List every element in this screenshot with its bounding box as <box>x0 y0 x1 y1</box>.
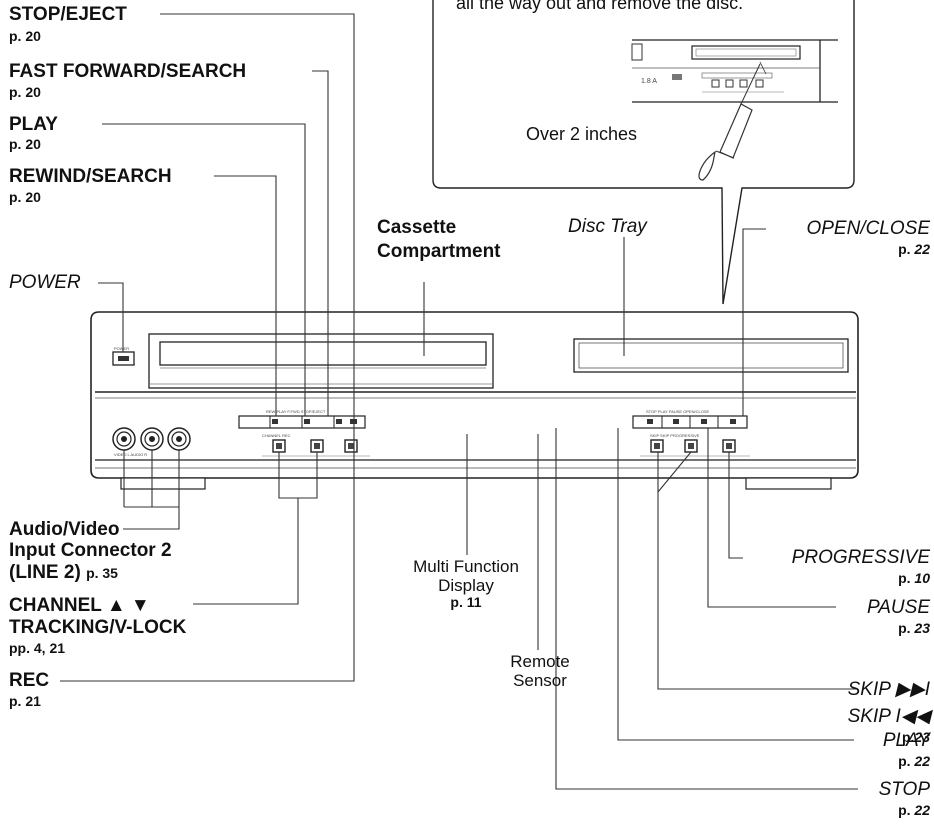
page-rewind-search: p. 20 <box>9 189 41 205</box>
svg-text:SKIP SKIP PROGRESSIVE: SKIP SKIP PROGRESSIVE <box>650 433 700 438</box>
svg-text:VIDEO L AUDIO R: VIDEO L AUDIO R <box>114 452 147 457</box>
svg-text:POWER: POWER <box>114 346 129 351</box>
label-power: POWER <box>9 272 81 293</box>
page-open-close: p. 22 <box>898 242 930 257</box>
label-remote-line1: Remote <box>510 652 570 671</box>
cassette-slot-drawing <box>148 333 494 389</box>
label-stop-eject: STOP/EJECT <box>9 4 127 25</box>
label-remote-line2: Sensor <box>513 671 567 690</box>
page-rec: p. 21 <box>9 693 41 709</box>
page-skip-num: 23 <box>914 729 930 745</box>
label-skip-back: SKIP I◀◀ <box>847 706 930 727</box>
label-av-line3: (LINE 2) p. 35 <box>9 563 118 583</box>
label-disc-tray: Disc Tray <box>568 216 647 237</box>
page-play-dvd-num: 22 <box>914 753 930 769</box>
svg-text:STOP PLAY PAUSE OPEN/CLO: STOP PLAY PAUSE OPEN/CLOSE <box>646 409 710 414</box>
page-fast-forward-search: p. 20 <box>9 84 41 100</box>
page-skip-prefix: p. <box>901 729 915 745</box>
page-open-close-prefix: p. <box>898 241 911 257</box>
callout-device-illustration: 1.8 A <box>631 39 838 103</box>
dvd-control-buttons: STOP PLAY PAUSE OPEN/CLOSE SKIP SKIP PRO… <box>632 409 750 457</box>
label-av-line1: Audio/Video <box>9 519 120 540</box>
label-play-dvd: PLAY <box>882 730 930 751</box>
page-play-dvd: p. 22 <box>898 754 930 769</box>
vcr-control-buttons: REW PLAY F.FWD STOP/EJECT CHANNEL REC <box>238 409 370 457</box>
page-stop-dvd-num: 22 <box>914 802 930 818</box>
label-channel: CHANNEL ▲ ▼ <box>9 595 150 616</box>
page-pause: p. 23 <box>898 621 930 636</box>
page-progressive: p. 10 <box>898 571 930 586</box>
label-cassette-line1: Cassette <box>377 217 457 238</box>
svg-text:1.8 A: 1.8 A <box>641 78 657 85</box>
page-progressive-prefix: p. <box>898 570 911 586</box>
pen-tool-illustration <box>698 63 761 181</box>
label-open-close: OPEN/CLOSE <box>806 218 930 239</box>
page-open-close-num: 22 <box>914 241 930 257</box>
label-cassette-line2: Compartment <box>377 241 501 262</box>
callout-measure-text: Over 2 inches <box>526 124 638 144</box>
label-rewind-search: REWIND/SEARCH <box>9 166 172 187</box>
page-stop-eject: p. 20 <box>9 28 41 44</box>
label-av-line2: Input Connector 2 <box>9 540 172 561</box>
page-play-dvd-prefix: p. <box>898 753 911 769</box>
page-stop-dvd-prefix: p. <box>898 802 911 818</box>
label-pause: PAUSE <box>866 597 930 618</box>
label-progressive: PROGRESSIVE <box>791 547 930 568</box>
page-pause-prefix: p. <box>898 620 911 636</box>
disc-tray-drawing <box>573 338 849 373</box>
svg-text:CHANNEL REC: CHANNEL REC <box>262 433 291 438</box>
callout-instruction-text: all the way out and remove the disc. <box>456 0 744 13</box>
power-button-drawing: POWER <box>112 346 135 366</box>
page-av-input: p. 35 <box>86 565 118 581</box>
label-stop-dvd: STOP <box>878 779 930 800</box>
leader-lines <box>60 13 858 790</box>
eject-callout-box: 1.8 A <box>432 0 855 305</box>
label-av-line3-text: (LINE 2) <box>9 562 81 583</box>
label-rec: REC <box>9 670 50 691</box>
label-skip-forward: SKIP ▶▶I <box>847 679 930 700</box>
label-display-line2: Display <box>438 576 494 595</box>
label-display-line1: Multi Function <box>413 557 519 576</box>
page-pause-num: 23 <box>914 620 930 636</box>
page-channel: pp. 4, 21 <box>9 640 66 656</box>
svg-text:REW PLAY F.FWD STOP/EJECT: REW PLAY F.FWD STOP/EJECT <box>266 409 326 414</box>
page-progressive-num: 10 <box>914 570 930 586</box>
label-play-vcr: PLAY <box>9 114 58 135</box>
page-stop-dvd: p. 22 <box>898 803 930 818</box>
page-skip: p.23 <box>902 730 930 745</box>
label-fast-forward-search: FAST FORWARD/SEARCH <box>9 61 247 82</box>
page-display: p. 11 <box>450 594 482 610</box>
label-tracking-vlock: TRACKING/V-LOCK <box>9 617 187 638</box>
page-play-vcr: p. 20 <box>9 136 41 152</box>
